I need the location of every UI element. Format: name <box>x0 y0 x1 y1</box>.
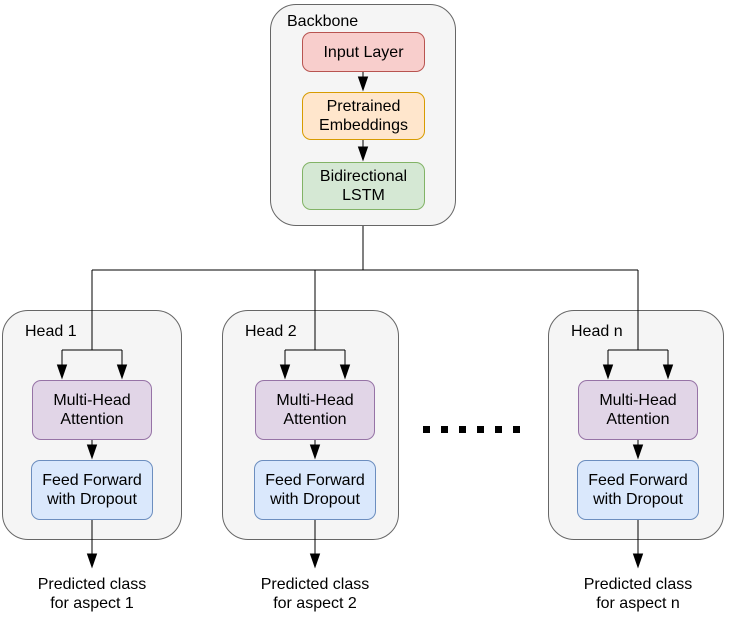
arrow-head-2-output <box>309 520 321 569</box>
arrow-head-n-attention-to-ff <box>632 440 644 460</box>
node-bidirectional-lstm: Bidirectional LSTM <box>302 162 425 210</box>
connector-head-n-drop <box>608 270 668 351</box>
ellipsis-dot <box>513 426 520 433</box>
head-n-attention-node: Multi-Head Attention <box>578 380 698 440</box>
arrow-head-n-output <box>632 520 644 569</box>
node-pretrained-embeddings: Pretrained Embeddings <box>302 92 425 140</box>
ellipsis-dot <box>477 426 484 433</box>
head-2-feedforward-node: Feed Forward with Dropout <box>254 460 376 520</box>
connector-head-1-drop <box>62 270 122 351</box>
head-2-attention-node: Multi-Head Attention <box>255 380 375 440</box>
arrow-head-n-attention-left <box>602 350 614 380</box>
arrow-input-to-embeddings <box>357 72 369 92</box>
arrow-head-n-attention-right <box>662 350 674 380</box>
head-1-feedforward-node: Feed Forward with Dropout <box>31 460 153 520</box>
connector-head-2-drop <box>285 270 345 351</box>
head-1-label: Head 1 <box>25 323 77 340</box>
head-2-output-label: Predicted class for aspect 2 <box>260 576 370 612</box>
head-2-label: Head 2 <box>245 323 297 340</box>
head-1-output-label: Predicted class for aspect 1 <box>37 576 147 612</box>
arrow-head-1-attention-to-ff <box>86 440 98 460</box>
ellipsis-dots <box>423 426 520 433</box>
arrow-head-2-attention-to-ff <box>309 440 321 460</box>
arrow-head-1-output <box>86 520 98 569</box>
ellipsis-dot <box>423 426 430 433</box>
backbone-label: Backbone <box>287 13 359 30</box>
arrow-head-1-attention-right <box>116 350 128 380</box>
ellipsis-dot <box>495 426 502 433</box>
arrow-head-2-attention-left <box>279 350 291 380</box>
head-1-attention-node: Multi-Head Attention <box>32 380 152 440</box>
ellipsis-dot <box>441 426 448 433</box>
node-input-layer: Input Layer <box>302 32 425 72</box>
head-n-feedforward-node: Feed Forward with Dropout <box>577 460 699 520</box>
arrow-head-2-attention-right <box>339 350 351 380</box>
head-n-label: Head n <box>571 323 623 340</box>
arrow-embeddings-to-lstm <box>357 140 369 162</box>
head-n-output-label: Predicted class for aspect n <box>583 576 693 612</box>
ellipsis-dot <box>459 426 466 433</box>
arrow-head-1-attention-left <box>56 350 68 380</box>
